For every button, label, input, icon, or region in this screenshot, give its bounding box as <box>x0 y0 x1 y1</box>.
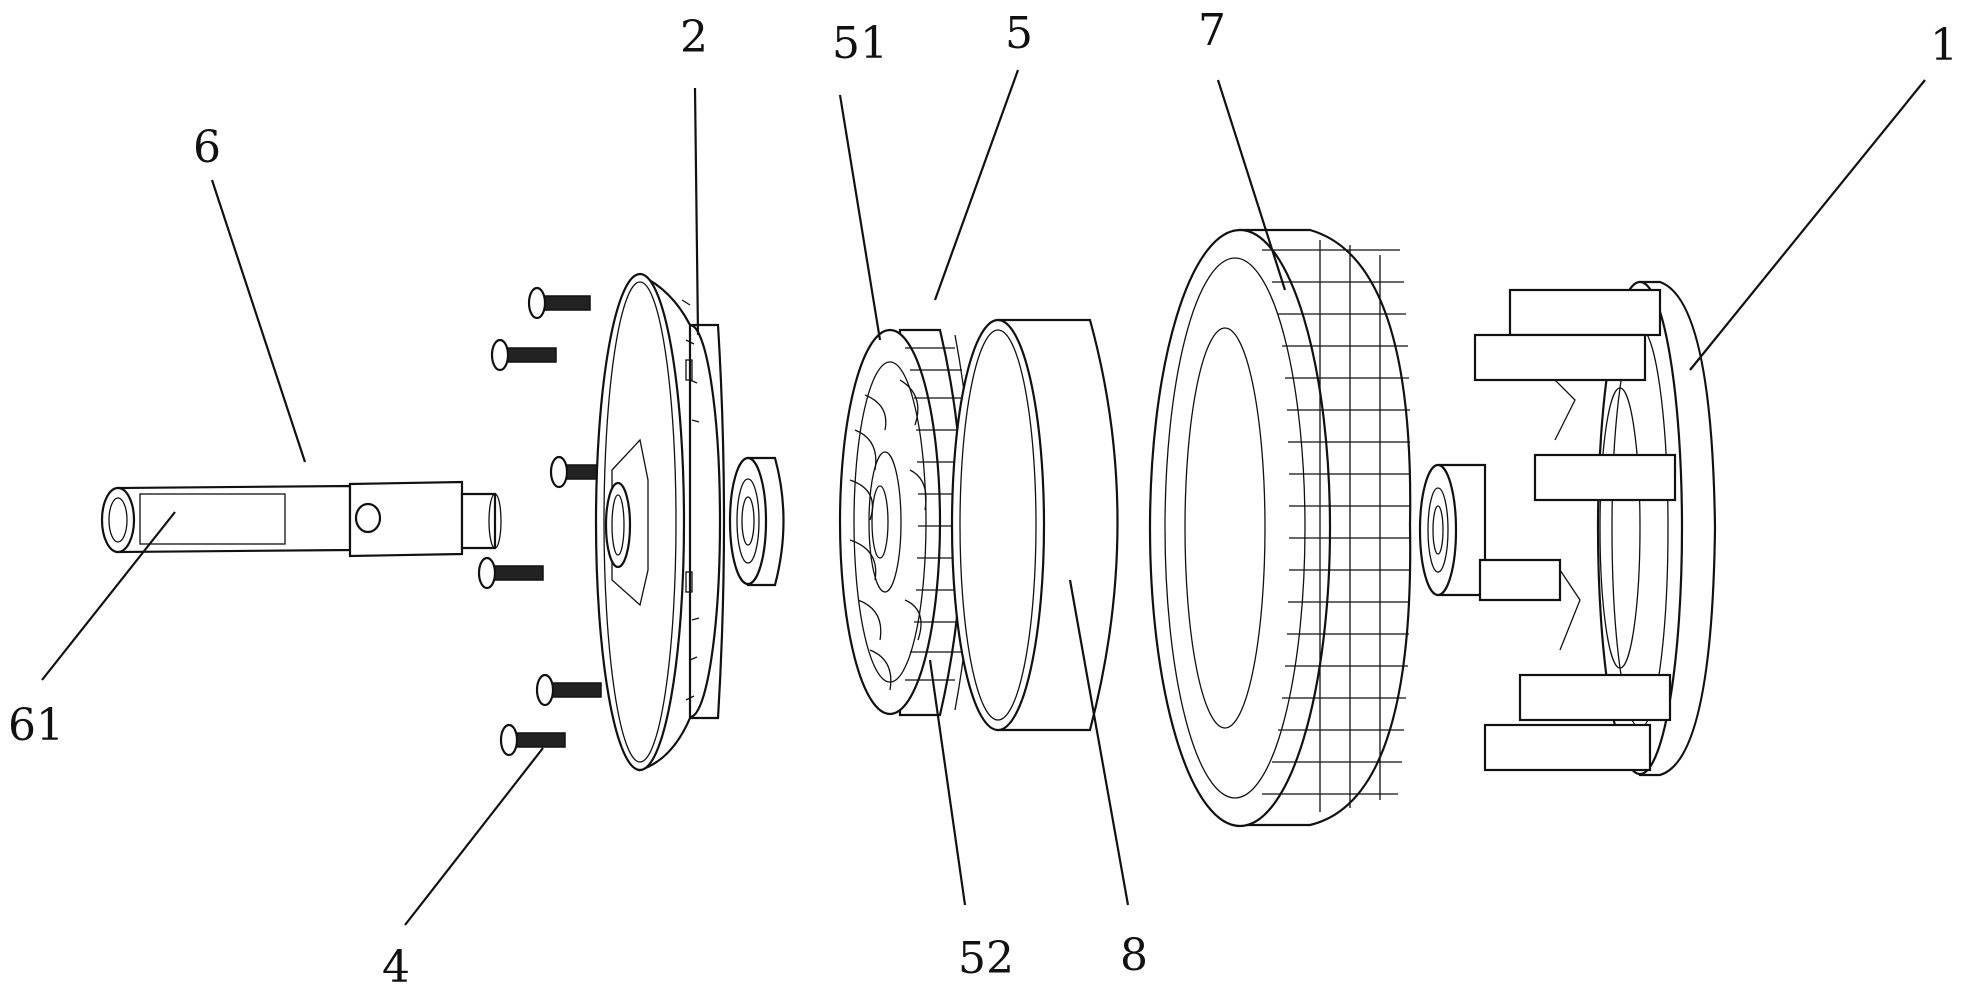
screw <box>477 556 544 590</box>
part-6-shaft <box>100 480 502 558</box>
bearing-right <box>1418 463 1487 597</box>
reference-numerals: 1 2 6 61 4 51 5 7 52 8 <box>8 5 1958 993</box>
label-51: 51 <box>832 18 888 69</box>
label-1: 1 <box>1930 20 1958 71</box>
label-2: 2 <box>680 12 708 63</box>
label-7: 7 <box>1198 5 1226 56</box>
screw <box>499 723 566 757</box>
screw <box>535 673 602 707</box>
label-4: 4 <box>382 942 410 993</box>
leader-lines <box>41 69 1926 926</box>
label-61: 61 <box>8 700 64 751</box>
screw <box>527 286 591 320</box>
part-7-tire <box>1148 228 1412 828</box>
part-5-stator <box>838 328 976 717</box>
label-52: 52 <box>958 933 1014 984</box>
part-8-magnet-ring <box>950 318 1119 732</box>
part-1-end-cover <box>1473 280 1717 777</box>
part-4-screws <box>477 286 616 757</box>
label-8: 8 <box>1120 930 1148 981</box>
part-2-end-cover <box>594 272 726 772</box>
bearing-left <box>728 456 785 587</box>
label-6: 6 <box>193 122 221 173</box>
screw <box>490 338 557 372</box>
label-5: 5 <box>1005 8 1033 59</box>
